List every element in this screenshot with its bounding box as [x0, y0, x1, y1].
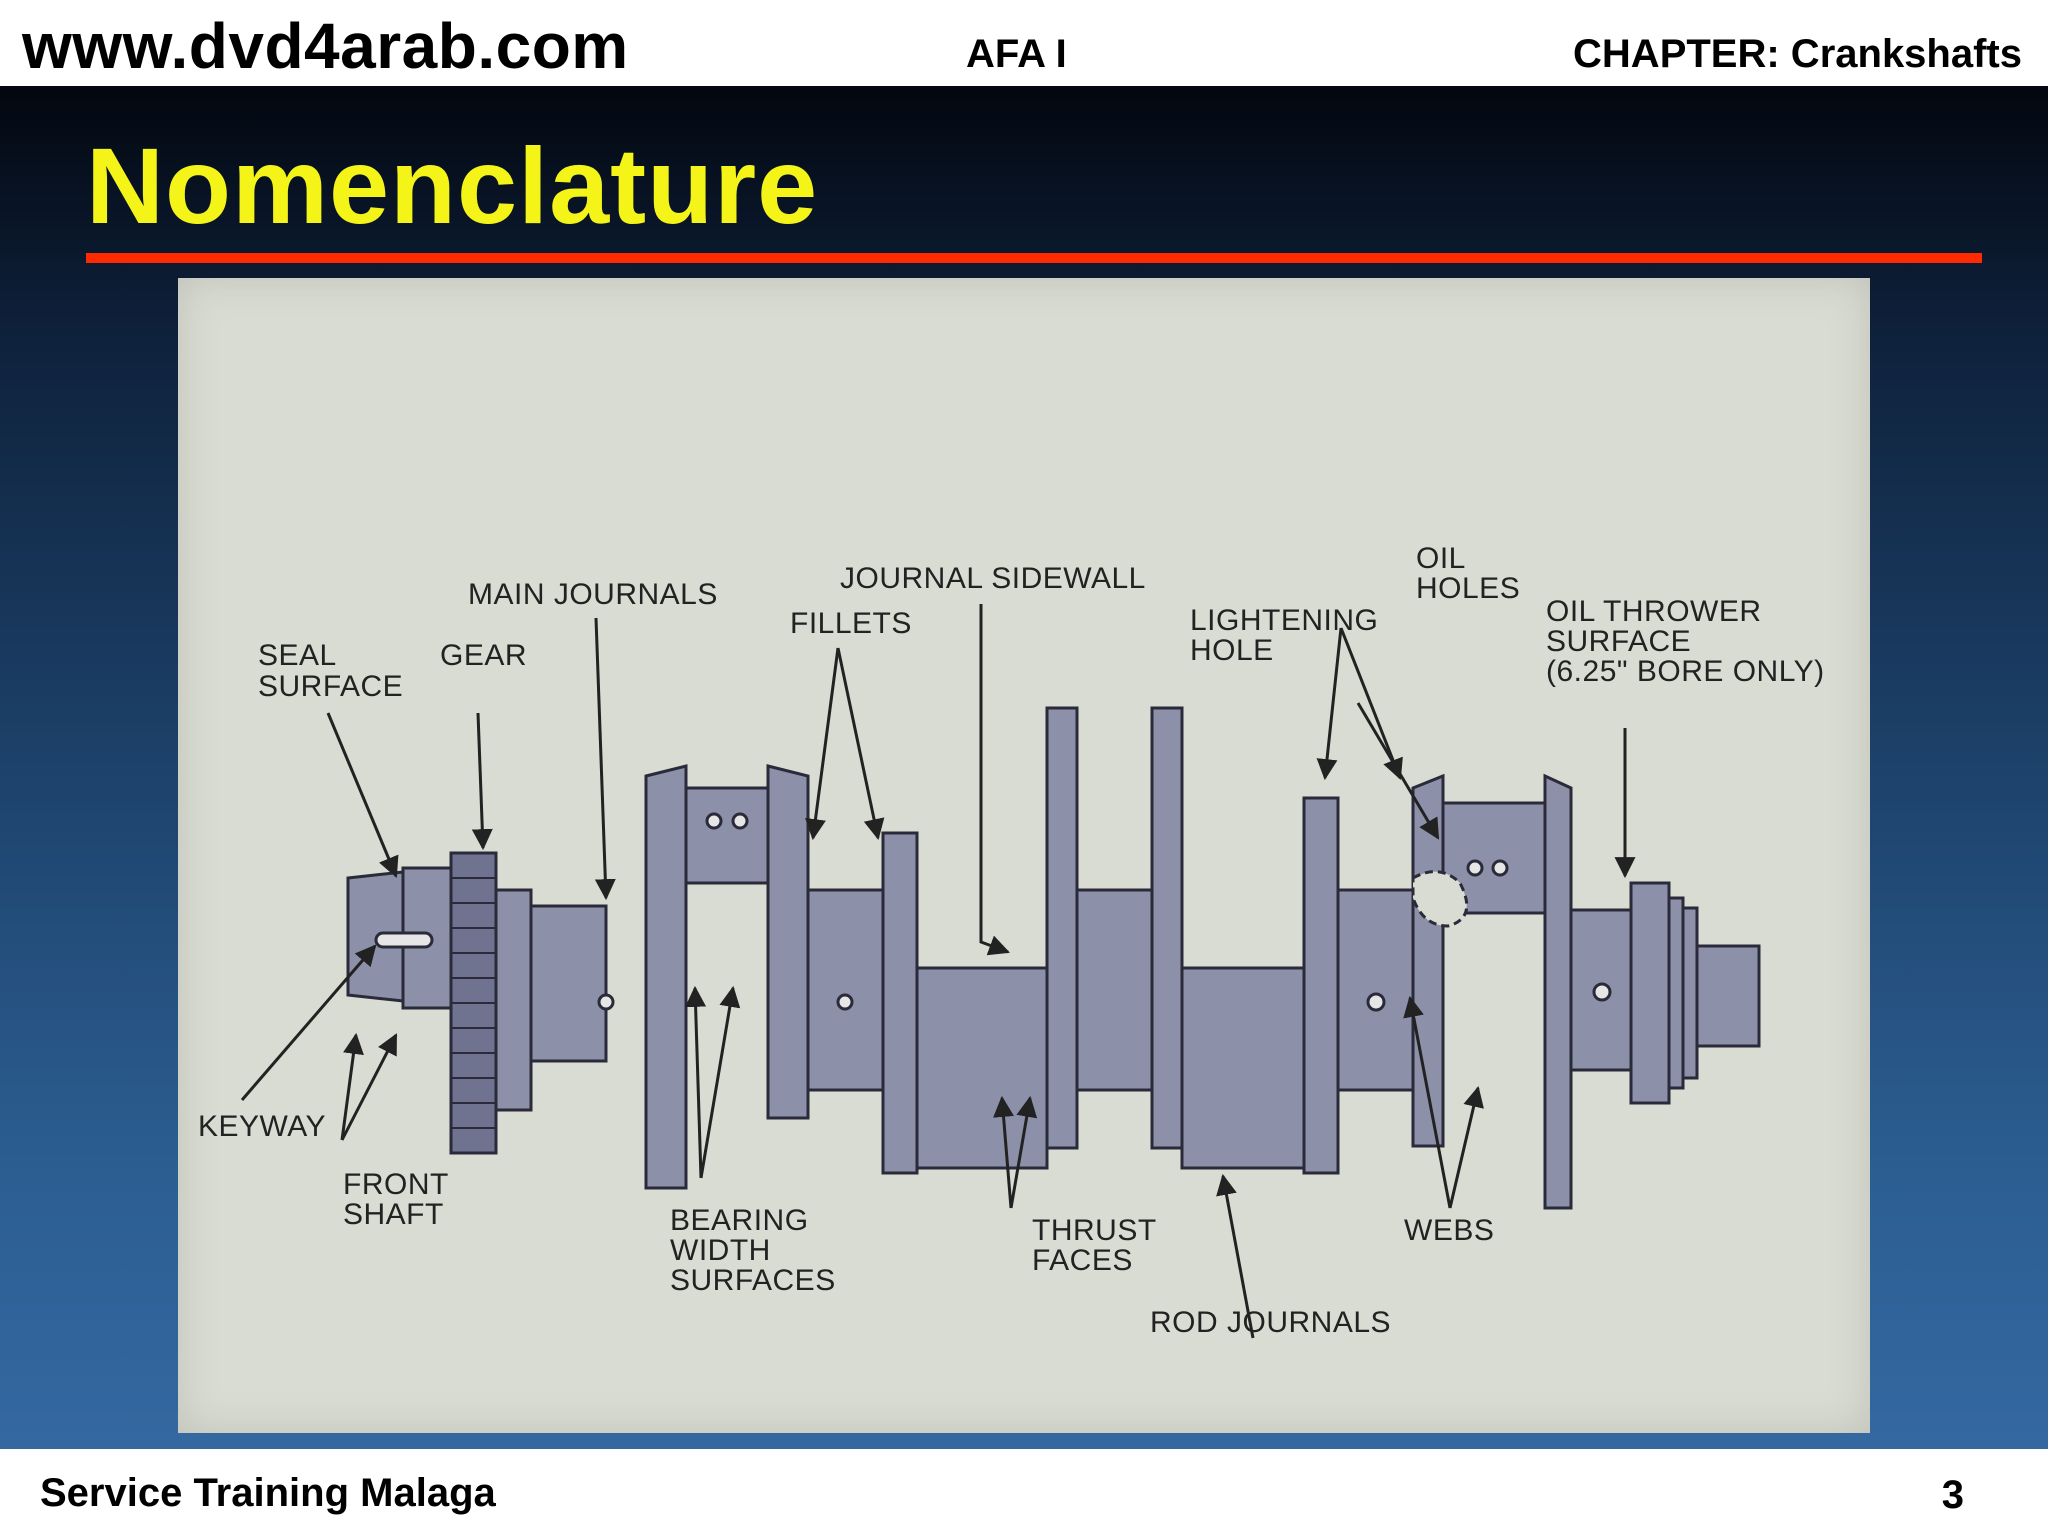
main-journal-4 — [1336, 888, 1415, 1092]
label-thrust-faces: THRUST — [1032, 1214, 1157, 1247]
label-front-shaft: FRONT — [343, 1168, 449, 1201]
web-2a — [881, 831, 919, 1175]
course-name: AFA I — [966, 32, 1067, 76]
label-lightening-hole-2: HOLE — [1190, 634, 1274, 667]
web-3b — [1302, 796, 1340, 1175]
web-2b — [1045, 706, 1079, 1150]
label-journal-sidewall: JOURNAL SIDEWALL — [840, 562, 1146, 595]
page-number: 3 — [1941, 1473, 1964, 1517]
label-front-shaft-2: SHAFT — [343, 1198, 444, 1231]
label-gear: GEAR — [440, 639, 527, 672]
label-oil-thrower: OIL THROWER — [1546, 595, 1762, 628]
header-bar: www.dvd4arab.com AFA I CHAPTER: Cranksha… — [0, 0, 2048, 86]
rear-shaft — [1695, 944, 1761, 1048]
diagram-labels: JOURNAL SIDEWALL OIL HOLES MAIN JOURNALS… — [198, 542, 1825, 1339]
label-oil-thrower-2: SURFACE — [1546, 625, 1691, 658]
oil-thrower-surface — [1629, 881, 1671, 1105]
label-main-journals: MAIN JOURNALS — [468, 578, 718, 611]
leader-lines — [240, 604, 1636, 1339]
label-thrust-faces-2: FACES — [1032, 1244, 1133, 1277]
slide-title: Nomenclature — [86, 125, 819, 246]
title-underline — [86, 253, 1982, 263]
label-oil-thrower-3: (6.25" BORE ONLY) — [1546, 655, 1825, 688]
site-url[interactable]: www.dvd4arab.com — [22, 10, 629, 82]
web-4b — [1543, 773, 1573, 1210]
footer-bar: Service Training Malaga 3 — [0, 1449, 2048, 1536]
web-1a — [644, 764, 688, 1190]
label-keyway: KEYWAY — [198, 1110, 326, 1143]
rod-journal-top-1 — [684, 786, 770, 885]
crankshaft-drawing: JOURNAL SIDEWALL OIL HOLES MAIN JOURNALS… — [198, 542, 1825, 1339]
chapter-title: CHAPTER: Crankshafts — [1573, 32, 2022, 76]
web-3a — [1150, 706, 1184, 1150]
label-fillets: FILLETS — [790, 607, 912, 640]
label-bearing-width-2: WIDTH — [670, 1234, 771, 1267]
oil-hole-main-1 — [597, 993, 615, 1011]
label-bearing-width: BEARING — [670, 1204, 809, 1237]
main-journal-1 — [529, 904, 608, 1063]
slide-body: Nomenclature — [0, 86, 2048, 1449]
label-bearing-width-3: SURFACES — [670, 1264, 836, 1297]
crankshaft-body — [346, 706, 1761, 1210]
lightening-hole — [1411, 870, 1469, 928]
rod-journal-2 — [1180, 966, 1306, 1170]
main-journal-2 — [806, 888, 885, 1092]
label-seal-surface-2: SURFACE — [258, 670, 403, 703]
label-rod-journals: ROD JOURNALS — [1150, 1306, 1391, 1339]
keyway-slot — [374, 931, 434, 949]
label-oil-holes: OIL — [1416, 542, 1466, 575]
footer-organization: Service Training Malaga — [40, 1471, 496, 1515]
label-lightening-hole: LIGHTENING — [1190, 604, 1378, 637]
label-webs: WEBS — [1404, 1214, 1494, 1247]
web-1b — [766, 764, 810, 1120]
label-seal-surface: SEAL — [258, 639, 337, 672]
gear-teeth — [451, 877, 496, 1129]
rod-journal-1 — [915, 966, 1049, 1170]
gear-hub — [494, 888, 533, 1112]
label-oil-holes-2: HOLES — [1416, 572, 1520, 605]
main-journal-3 — [1075, 888, 1154, 1092]
crankshaft-diagram: JOURNAL SIDEWALL OIL HOLES MAIN JOURNALS… — [178, 278, 1870, 1433]
